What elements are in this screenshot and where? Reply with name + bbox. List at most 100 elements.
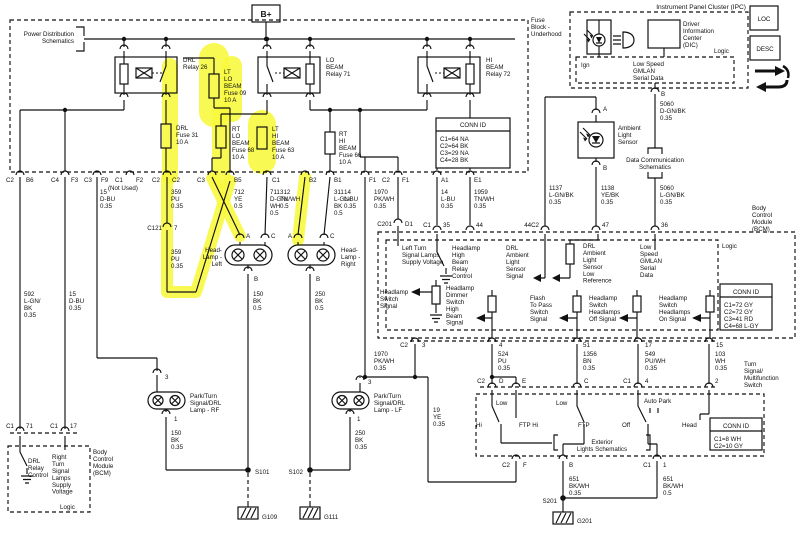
pin-label: B6 xyxy=(26,177,34,184)
switch-pos-label: Auto Park xyxy=(644,398,672,405)
bcm-left-border xyxy=(7,445,91,513)
splice-label: S102 xyxy=(289,469,304,476)
switch-pos-label: FTP xyxy=(578,422,590,429)
pin-label: 1 xyxy=(174,416,178,423)
b-plus-box xyxy=(251,4,281,23)
pin-label: C2 xyxy=(172,177,180,184)
switch-pos-label: Off xyxy=(622,422,630,429)
pin-label: 1 xyxy=(663,462,667,469)
pin-label: 44C2 xyxy=(524,222,539,229)
splice-s101 xyxy=(245,467,251,473)
pin-label: B xyxy=(569,462,573,469)
pin-label: E xyxy=(522,378,526,385)
conn-id-title-bcm: CONN ID xyxy=(733,289,760,296)
pin-label: C1 xyxy=(115,177,123,184)
switch-pos-label: FTP Hi xyxy=(519,422,538,429)
conn-id-title-ts: CONN ID xyxy=(723,423,750,430)
pin-label: D1 xyxy=(405,221,413,228)
ground-g201-icon xyxy=(552,511,574,525)
pin-label: B1 xyxy=(334,177,342,184)
pin-label: 71 xyxy=(26,423,33,430)
connector-c201-label: C201 xyxy=(377,221,392,228)
loc-box xyxy=(749,5,779,31)
hi-beam-relay-box xyxy=(417,56,481,94)
pin-label: C xyxy=(584,378,589,385)
junction-dots xyxy=(62,36,566,501)
pin-label: C3 xyxy=(197,177,205,184)
pin-label: 15 xyxy=(716,342,723,349)
pin-label: C2 xyxy=(502,462,510,469)
pin-label: C xyxy=(271,233,276,240)
pin-label: C1 xyxy=(623,378,631,385)
pin-label: 17 xyxy=(645,342,652,349)
pin-label: 7 xyxy=(174,225,178,232)
fuse-lt-lo-beam xyxy=(208,73,220,99)
ambient-light-sensor-icon xyxy=(577,121,615,159)
headlamp-right-icon xyxy=(287,244,336,266)
fuse-lt-hi-beam xyxy=(256,126,268,150)
ground-label: G111 xyxy=(324,514,339,521)
ipc-logic-label: Logic xyxy=(714,48,729,55)
pin-label: A xyxy=(288,233,293,240)
pin-label: 4 xyxy=(499,342,503,349)
pin-label: 44 xyxy=(476,222,483,229)
drl-relay-box xyxy=(114,56,178,94)
pin-label: F9 xyxy=(101,177,109,184)
pin-label: F1 xyxy=(369,177,377,184)
pin-label: A xyxy=(603,106,608,113)
switch-pos-label: Low xyxy=(496,400,508,407)
pin-label: F1 xyxy=(402,177,410,184)
desc-box xyxy=(749,35,781,61)
pin-label: C1 xyxy=(6,423,14,430)
headlamp-beam-icon xyxy=(613,31,635,49)
splice-s102 xyxy=(307,467,313,473)
pin-label: B xyxy=(254,276,258,283)
bcm-left-logic-label: Logic xyxy=(60,504,75,511)
pin-label: C1 xyxy=(272,177,280,184)
bcm-logic-border xyxy=(385,239,719,331)
pin-label: C1 xyxy=(423,222,431,229)
headlamp-right-label: Head-Lamp -Right xyxy=(341,247,360,268)
fuse-drl xyxy=(160,123,172,149)
pin-label: B xyxy=(316,276,320,283)
splice-label: S201 xyxy=(543,498,558,505)
pin-label: C2 xyxy=(382,177,390,184)
pin-label: F3 xyxy=(71,177,79,184)
wires xyxy=(19,20,711,512)
pin-label: B xyxy=(661,91,665,98)
